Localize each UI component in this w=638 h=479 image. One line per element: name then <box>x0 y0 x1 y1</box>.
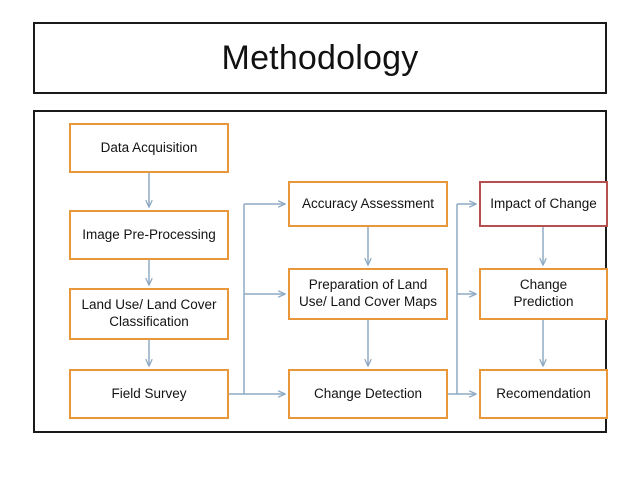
node-label: Data Acquisition <box>100 139 198 155</box>
title-frame: Methodology <box>33 22 607 94</box>
page-title: Methodology <box>221 38 419 77</box>
node-label: Recomendation <box>496 385 591 401</box>
node-change-prediction[interactable]: Change Prediction <box>479 268 608 320</box>
node-label: Image Pre-Processing <box>82 226 216 242</box>
node-land-use-land-cover-classification[interactable]: Land Use/ Land Cover Classification <box>69 288 229 340</box>
node-label: Preparation of Land Use/ Land Cover Maps <box>298 277 438 309</box>
node-label: Impact of Change <box>490 195 597 211</box>
node-impact-of-change[interactable]: Impact of Change <box>479 181 608 227</box>
node-accuracy-assessment[interactable]: Accuracy Assessment <box>288 181 448 227</box>
node-change-detection[interactable]: Change Detection <box>288 369 448 419</box>
node-label: Change Detection <box>313 385 423 401</box>
node-data-acquisition[interactable]: Data Acquisition <box>69 123 229 173</box>
node-field-survey[interactable]: Field Survey <box>69 369 229 419</box>
node-recomendation[interactable]: Recomendation <box>479 369 608 419</box>
node-preparation-of-land-use-land-cover-maps[interactable]: Preparation of Land Use/ Land Cover Maps <box>288 268 448 320</box>
node-label: Accuracy Assessment <box>301 195 435 211</box>
node-image-pre-processing[interactable]: Image Pre-Processing <box>69 210 229 260</box>
node-label: Change Prediction <box>513 277 574 309</box>
node-label: Field Survey <box>111 385 187 401</box>
node-label: Land Use/ Land Cover Classification <box>81 297 217 329</box>
